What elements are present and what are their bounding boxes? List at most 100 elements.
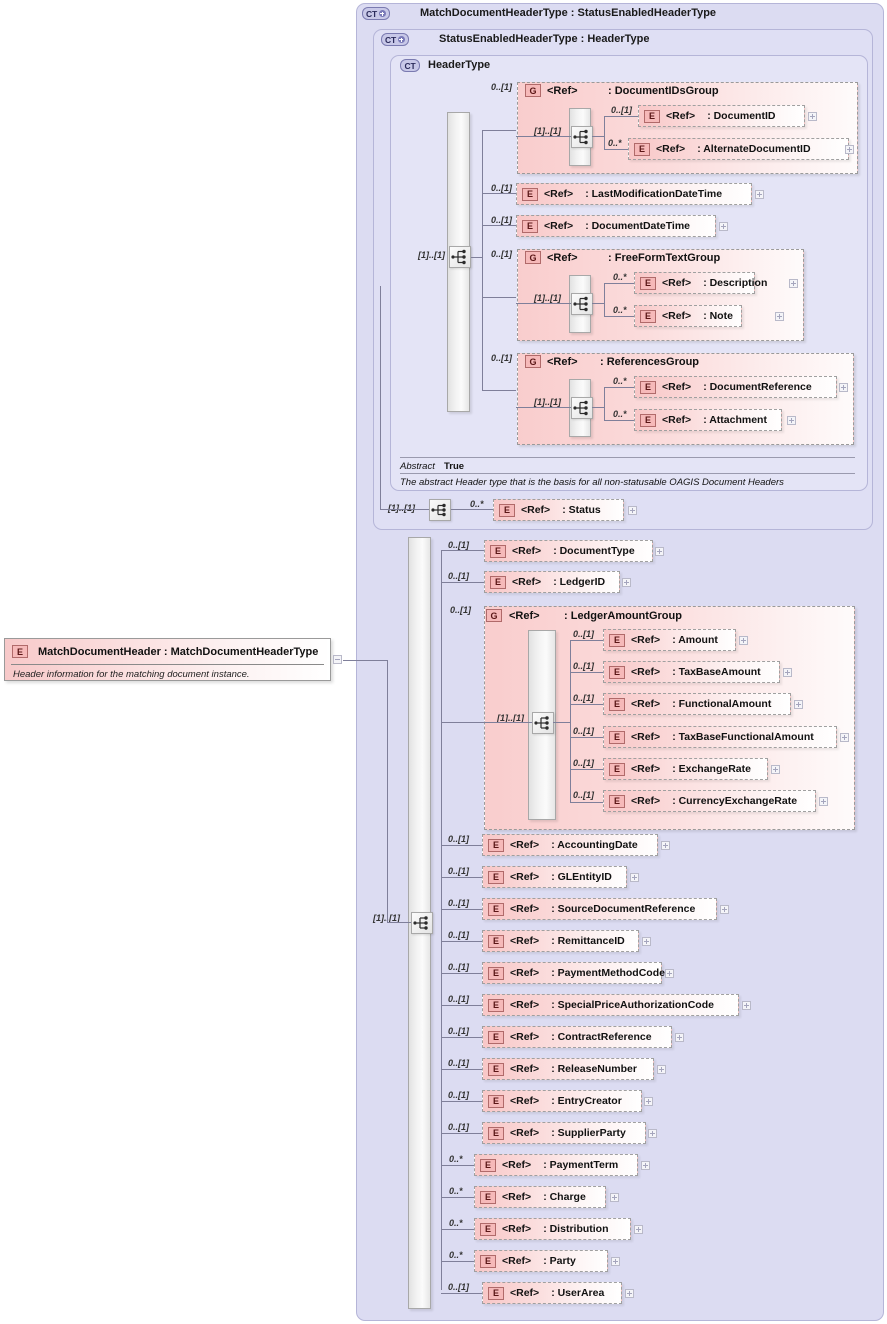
expander-taxbaseamount[interactable] xyxy=(783,668,792,677)
references-sequence-icon[interactable] xyxy=(571,397,593,419)
element-supplierparty[interactable]: E <Ref> : SupplierParty xyxy=(482,1122,646,1144)
stub-sourcedocumentreference xyxy=(441,909,482,910)
expander-accountingdate[interactable] xyxy=(661,841,670,850)
document-ids-sequence-icon[interactable] xyxy=(571,126,593,148)
element-note[interactable]: E <Ref> : Note xyxy=(634,305,742,327)
element-badge-contractreference: E xyxy=(488,1030,504,1044)
expander-taxbasefunctionalamount[interactable] xyxy=(840,733,849,742)
element-documentid[interactable]: E <Ref> : DocumentID xyxy=(638,105,805,127)
expander-documenttype[interactable] xyxy=(655,547,664,556)
element-badge-sourcedocumentreference: E xyxy=(488,902,504,916)
stub-taxbasefunctionalamount xyxy=(570,737,603,738)
seqout-freeformtext xyxy=(592,303,604,304)
element-alternatedocumentid[interactable]: E <Ref> : AlternateDocumentID xyxy=(628,138,849,160)
element-functionalamount[interactable]: E <Ref> : FunctionalAmount xyxy=(603,693,791,715)
header-type-documentation: The abstract Header type that is the bas… xyxy=(400,477,784,488)
expander-note[interactable] xyxy=(775,312,784,321)
element-status[interactable]: E <Ref> : Status xyxy=(493,499,624,521)
element-lastmodificationdatetime[interactable]: E <Ref> : LastModificationDateTime xyxy=(516,183,752,205)
expander-functionalamount[interactable] xyxy=(794,700,803,709)
stub-description xyxy=(604,283,634,284)
ct-badge-status-enabled-header-type[interactable]: CT xyxy=(381,33,409,46)
expander-remittanceid[interactable] xyxy=(642,937,651,946)
element-ref-glentityid: <Ref> xyxy=(510,871,540,883)
element-documenttype[interactable]: E <Ref> : DocumentType xyxy=(484,540,653,562)
root-element-badge: E xyxy=(12,645,28,658)
expander-paymentmethodcode[interactable] xyxy=(665,969,674,978)
element-badge-functionalamount: E xyxy=(609,697,625,711)
element-attachment[interactable]: E <Ref> : Attachment xyxy=(634,409,782,431)
expander-userarea[interactable] xyxy=(625,1289,634,1298)
seqout-documentids xyxy=(592,136,604,137)
element-taxbaseamount[interactable]: E <Ref> : TaxBaseAmount xyxy=(603,661,780,683)
expander-alternatedocumentid[interactable] xyxy=(845,145,854,154)
root-element-match-document-header[interactable]: E MatchDocumentHeader : MatchDocumentHea… xyxy=(4,638,331,681)
line-references-in xyxy=(516,407,571,408)
expander-paymentterm[interactable] xyxy=(641,1161,650,1170)
expander-supplierparty[interactable] xyxy=(648,1129,657,1138)
collapse-root-element[interactable] xyxy=(333,655,342,664)
header-type-sequence-icon[interactable] xyxy=(449,246,471,268)
element-userarea[interactable]: E <Ref> : UserArea xyxy=(482,1282,622,1304)
expander-attachment[interactable] xyxy=(787,416,796,425)
branch-referencesgroup xyxy=(482,390,516,391)
element-charge[interactable]: E <Ref> : Charge xyxy=(474,1186,606,1208)
element-documentreference[interactable]: E <Ref> : DocumentReference xyxy=(634,376,837,398)
expander-currencyexchangerate[interactable] xyxy=(819,797,828,806)
expander-documentreference[interactable] xyxy=(839,383,848,392)
element-documentdatetime[interactable]: E <Ref> : DocumentDateTime xyxy=(516,215,716,237)
element-taxbasefunctionalamount[interactable]: E <Ref> : TaxBaseFunctionalAmount xyxy=(603,726,837,748)
expander-party[interactable] xyxy=(611,1257,620,1266)
element-entrycreator[interactable]: E <Ref> : EntryCreator xyxy=(482,1090,642,1112)
expander-documentid[interactable] xyxy=(808,112,817,121)
element-specialpriceauthorizationcode[interactable]: E <Ref> : SpecialPriceAuthorizationCode xyxy=(482,994,739,1016)
element-amount[interactable]: E <Ref> : Amount xyxy=(603,629,736,651)
element-distribution[interactable]: E <Ref> : Distribution xyxy=(474,1218,631,1240)
element-sourcedocumentreference[interactable]: E <Ref> : SourceDocumentReference xyxy=(482,898,717,920)
expander-charge[interactable] xyxy=(610,1193,619,1202)
element-accountingdate[interactable]: E <Ref> : AccountingDate xyxy=(482,834,658,856)
expander-releasenumber[interactable] xyxy=(657,1065,666,1074)
card-entrycreator: 0..[1] xyxy=(448,1090,470,1100)
expander-glentityid[interactable] xyxy=(630,873,639,882)
element-paymentmethodcode[interactable]: E <Ref> : PaymentMethodCode xyxy=(482,962,665,984)
element-currencyexchangerate[interactable]: E <Ref> : CurrencyExchangeRate xyxy=(603,790,816,812)
status-enabled-sequence-icon[interactable] xyxy=(429,499,451,521)
expander-status[interactable] xyxy=(628,506,637,515)
element-name-specialpriceauthorizationcode: : SpecialPriceAuthorizationCode xyxy=(551,999,714,1011)
expander-ledgerid[interactable] xyxy=(622,578,631,587)
element-name-documentreference: : DocumentReference xyxy=(703,381,812,393)
element-contractreference[interactable]: E <Ref> : ContractReference xyxy=(482,1026,672,1048)
ledger-amount-sequence-icon[interactable] xyxy=(532,712,554,734)
free-form-text-sequence-icon[interactable] xyxy=(571,293,593,315)
element-remittanceid[interactable]: E <Ref> : RemittanceID xyxy=(482,930,639,952)
expander-lastmodificationdatetime[interactable] xyxy=(755,190,764,199)
expander-exchangerate[interactable] xyxy=(771,765,780,774)
match-document-header-sequence-icon[interactable] xyxy=(411,912,433,934)
element-ref-note: <Ref> xyxy=(662,310,692,322)
expander-specialpriceauthorizationcode[interactable] xyxy=(742,1001,751,1010)
expander-amount[interactable] xyxy=(739,636,748,645)
element-glentityid[interactable]: E <Ref> : GLEntityID xyxy=(482,866,627,888)
element-name-glentityid: : GLEntityID xyxy=(551,871,612,883)
expander-documentdatetime[interactable] xyxy=(719,222,728,231)
expander-entrycreator[interactable] xyxy=(644,1097,653,1106)
element-ledgerid[interactable]: E <Ref> : LedgerID xyxy=(484,571,620,593)
stub-amount xyxy=(570,640,603,641)
stub-functionalamount xyxy=(570,704,603,705)
element-badge-exchangerate: E xyxy=(609,762,625,776)
element-description[interactable]: E <Ref> : Description xyxy=(634,272,767,294)
element-releasenumber[interactable]: E <Ref> : ReleaseNumber xyxy=(482,1058,654,1080)
card-taxbaseamount: 0..[1] xyxy=(573,661,595,671)
element-name-note: : Note xyxy=(703,310,733,322)
group-ref-references-group: <Ref> xyxy=(547,356,578,368)
element-party[interactable]: E <Ref> : Party xyxy=(474,1250,608,1272)
stub-paymentmethodcode xyxy=(441,973,482,974)
ct-badge-match-document-header-type[interactable]: CT xyxy=(362,7,390,20)
expander-contractreference[interactable] xyxy=(675,1033,684,1042)
element-exchangerate[interactable]: E <Ref> : ExchangeRate xyxy=(603,758,768,780)
expander-distribution[interactable] xyxy=(634,1225,643,1234)
expander-sourcedocumentreference[interactable] xyxy=(720,905,729,914)
expander-description[interactable] xyxy=(789,279,798,288)
element-paymentterm[interactable]: E <Ref> : PaymentTerm xyxy=(474,1154,638,1176)
